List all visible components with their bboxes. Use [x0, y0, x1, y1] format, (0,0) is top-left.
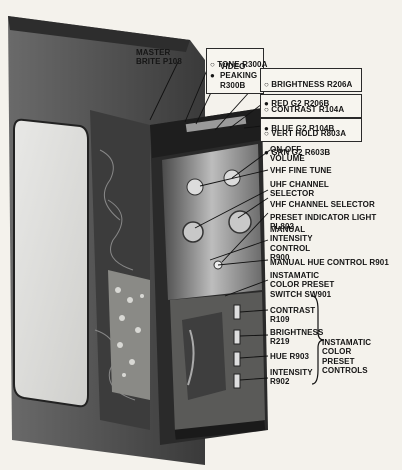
preset-indicator-light-label: PRESET INDICATOR LIGHT PL802	[270, 213, 377, 232]
solid-dot-icon: ●	[264, 99, 269, 109]
brightness-label: BRIGHTNESS R206A	[271, 80, 353, 90]
contrast-bottom-label: CONTRAST R109	[270, 306, 316, 325]
hue-label: HUE R903	[270, 352, 310, 361]
hollow-dot-icon: ○	[264, 105, 269, 115]
solid-dot-icon: ●	[264, 124, 269, 134]
on-off-volume-label: ON-OFF VOLUME	[270, 145, 305, 164]
contrast-top-label-group: ○ CONTRAST R104A ● BLUE G2 R104B	[264, 96, 344, 143]
vhf-fine-tune-label: VHF FINE TUNE	[270, 166, 332, 175]
tone-label-box	[206, 48, 264, 94]
tone-label: TONE R300A	[217, 60, 268, 70]
contrast-top-label: CONTRAST R104A	[271, 105, 345, 115]
solid-dot-icon: ●	[264, 148, 269, 158]
vert-hold-label-group: ○ VERT HOLD R803A ● GRN G2 R603B	[264, 120, 346, 167]
red-g2-label: RED G2 R206B	[271, 99, 330, 109]
master-brite-label: MASTER BRITE P108	[136, 48, 182, 67]
manual-intensity-control-label: MANUAL INTENSITY CONTROL R900	[270, 225, 313, 263]
brightness-bottom-label: BRIGHTNESS R219	[270, 328, 324, 347]
hollow-dot-icon: ○	[264, 129, 269, 139]
instamatic-preset-switch-label: INSTAMATIC COLOR PRESET SWITCH SW901	[270, 271, 335, 299]
instamatic-preset-controls-label: INSTAMATIC COLOR PRESET CONTROLS	[322, 338, 372, 376]
brightness-label-box	[260, 68, 362, 92]
blue-g2-label: BLUE G2 R104B	[271, 124, 335, 134]
uhf-channel-selector-label: UHF CHANNEL SELECTOR	[270, 180, 329, 199]
manual-hue-control-label: MANUAL HUE CONTROL R901	[270, 258, 389, 267]
solid-dot-icon: ●	[210, 71, 215, 81]
hollow-dot-icon: ○	[210, 60, 215, 70]
grn-g2-label: GRN G2 R603B	[271, 148, 331, 158]
vhf-channel-selector-label: VHF CHANNEL SELECTOR	[270, 200, 375, 209]
tone-label-group: ○ TONE R300A	[210, 51, 267, 79]
intensity-label: INTENSITY R902	[270, 368, 313, 387]
vert-hold-label: VERT HOLD R803A	[271, 129, 347, 139]
hollow-dot-icon: ○	[264, 80, 269, 90]
video-peaking-label: VIDEO PEAKING R300B	[220, 62, 258, 90]
contrast-label-box	[260, 94, 362, 118]
video-peaking-label-group: ●	[210, 62, 215, 81]
brightness-label-group: ○ BRIGHTNESS R206A ● RED G2 R206B	[264, 71, 352, 118]
vert-hold-label-box	[260, 118, 362, 142]
